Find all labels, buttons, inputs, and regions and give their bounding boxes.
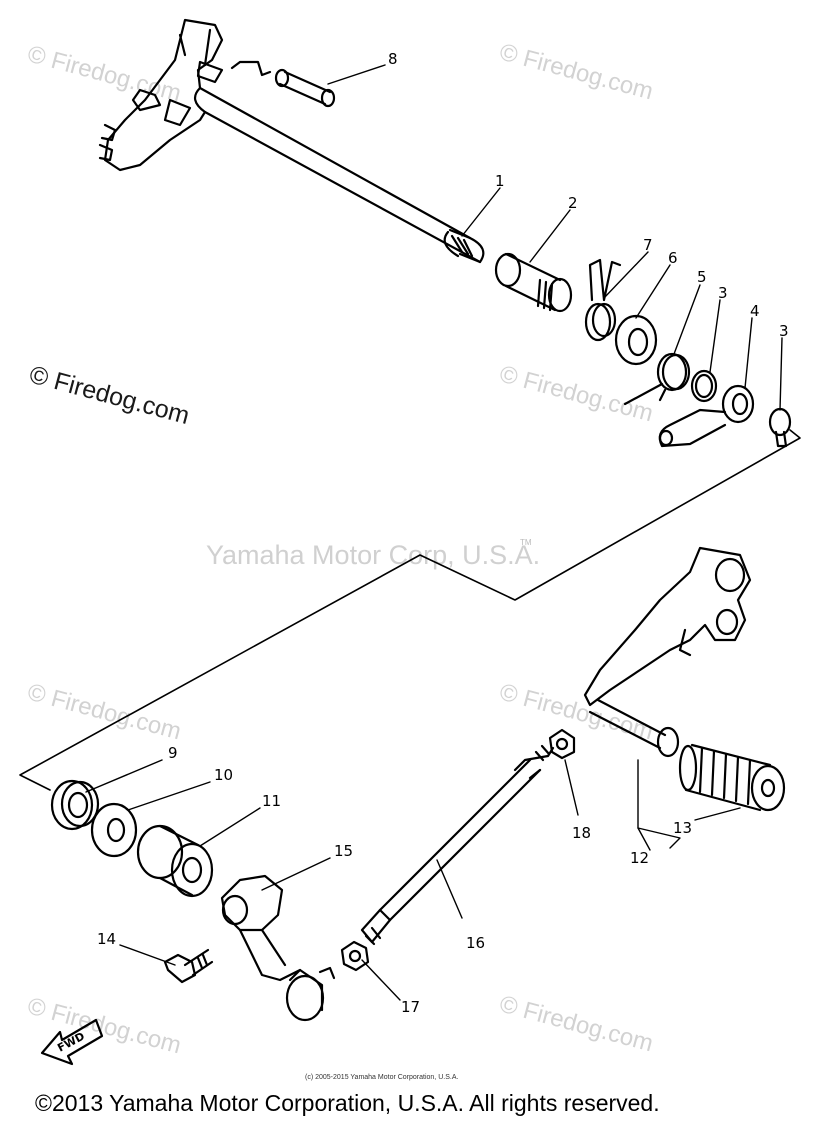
washer-10: [90, 802, 138, 858]
washer-6: [614, 314, 658, 366]
nut-18: [548, 728, 576, 760]
callout-11: 11: [262, 792, 281, 810]
callout-7: 7: [643, 236, 653, 254]
shift-rod: [360, 744, 555, 946]
callout-12: 12: [630, 849, 649, 867]
callout-4: 4: [750, 302, 760, 320]
callout-6: 6: [668, 249, 678, 267]
bolt: [163, 948, 214, 984]
callout-5: 5: [697, 268, 707, 286]
callout-8: 8: [388, 50, 398, 68]
tm-mark: TM: [520, 538, 532, 547]
callout-3-upper: 3: [718, 284, 728, 302]
callout-18: 18: [572, 824, 591, 842]
leader-lines: [85, 64, 783, 1001]
spring-5: [623, 352, 691, 406]
collar: [494, 252, 573, 313]
fwd-arrow-icon: [40, 1018, 104, 1066]
callout-14: 14: [97, 930, 116, 948]
collar-11: [136, 824, 214, 898]
callout-16: 16: [466, 934, 485, 952]
shift-shaft: [98, 18, 485, 264]
callout-labels: 1 2 7 6 5 3 4 3 8 9 10 11 15 14 16 17 18…: [55, 50, 788, 1055]
oil-seal: [50, 779, 100, 831]
return-spring: [584, 258, 622, 342]
copyright-footer: ©2013 Yamaha Motor Corporation, U.S.A. A…: [35, 1090, 660, 1116]
callout-10: 10: [214, 766, 233, 784]
circlip-lower: [768, 407, 792, 448]
nut-17: [340, 940, 370, 972]
pin: [230, 60, 336, 108]
callout-1: 1: [495, 172, 505, 190]
circlip-upper: [690, 369, 718, 403]
small-credit-line: (c) 2005-2015 Yamaha Motor Corporation, …: [305, 1074, 459, 1081]
center-watermark: Yamaha Motor Corp, U.S.A.: [206, 540, 541, 570]
pedal-rubber: [678, 743, 786, 812]
callout-9: 9: [168, 744, 178, 762]
callout-17: 17: [401, 998, 420, 1016]
callout-15: 15: [334, 842, 353, 860]
callout-13: 13: [673, 819, 692, 837]
shift-pedal: [583, 546, 752, 758]
assembly-link-line: [19, 429, 801, 791]
shift-arm: [658, 384, 755, 448]
callout-2: 2: [568, 194, 578, 212]
callout-3-lower: 3: [779, 322, 789, 340]
joint-lever: [220, 874, 336, 1022]
